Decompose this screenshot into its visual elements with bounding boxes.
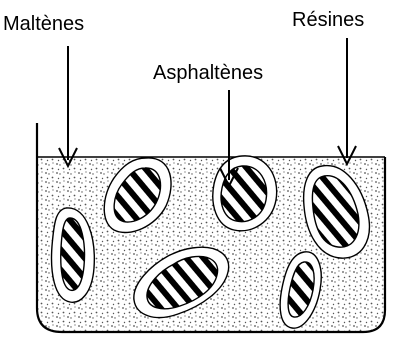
maltenes-arrow	[59, 46, 77, 166]
label-asphaltenes: Asphaltènes	[153, 62, 263, 84]
asphaltene-core	[61, 218, 85, 290]
asphaltene-core	[221, 166, 267, 222]
label-resines: Résines	[292, 9, 364, 31]
label-maltenes: Maltènes	[3, 13, 84, 35]
asphaltene-particle	[213, 156, 277, 231]
resines-arrow	[338, 38, 356, 164]
asphaltenes-arrow	[220, 90, 238, 186]
